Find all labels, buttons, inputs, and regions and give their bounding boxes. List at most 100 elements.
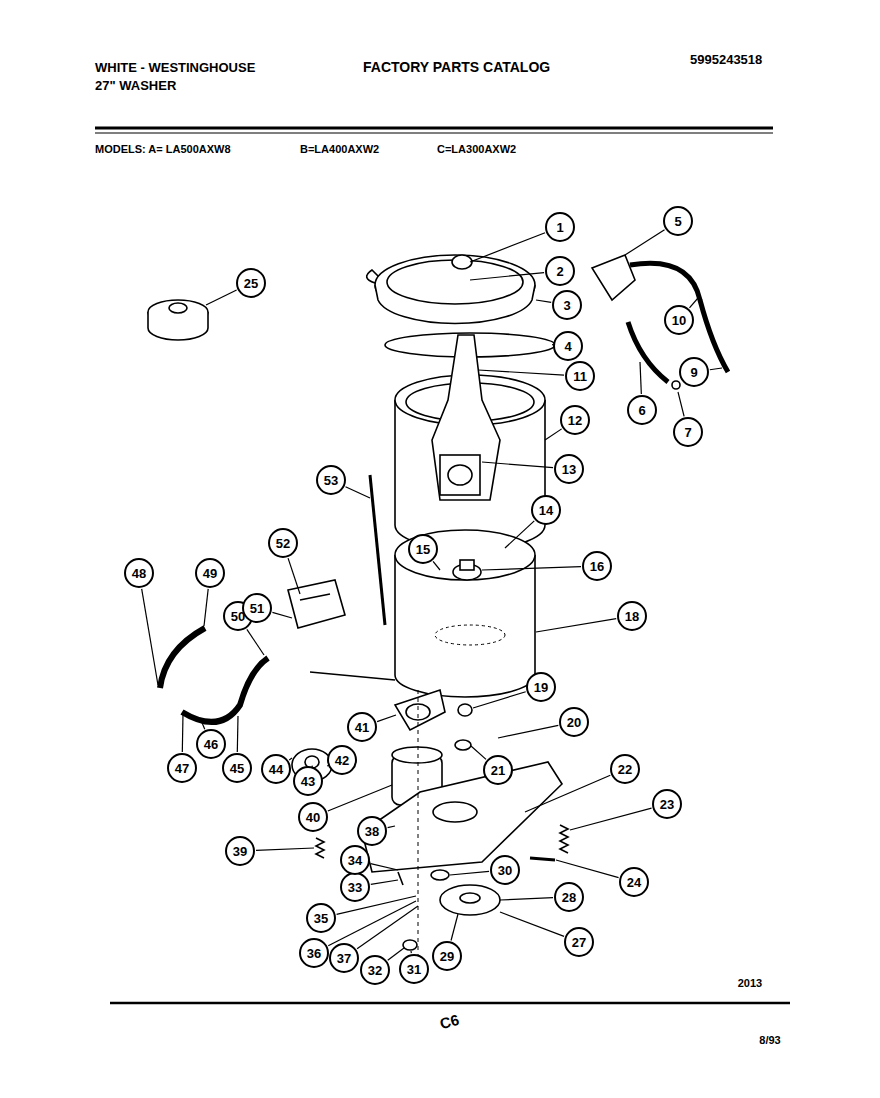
callout-number: 47 [175,762,189,775]
callout-circle: 23 [652,789,682,819]
callout-circle: 3 [552,290,582,320]
callout-number: 31 [407,963,421,976]
leader-line [470,273,544,280]
callout-number: 3 [563,299,570,312]
text-label: 2013 [738,977,762,989]
leader-line [482,462,553,468]
callout-circle: 21 [483,755,513,785]
callout-circle: 46 [196,729,226,759]
leader-line [142,589,158,685]
callout-number: 41 [355,721,369,734]
callout-number: 4 [564,340,571,353]
leader-line [289,758,292,760]
callout-circle: 15 [408,534,438,564]
callout-number: 30 [498,864,512,877]
leader-line [478,370,564,375]
leader-line [473,692,526,708]
callout-number: 1 [556,221,563,234]
text-label: C6 [439,1012,462,1033]
leader-line [500,898,553,900]
leader-line [536,300,551,302]
title: FACTORY PARTS CATALOG [363,60,550,75]
callout-number: 19 [534,681,548,694]
text-label: 8/93 [759,1034,780,1046]
callout-circle: 4 [553,331,583,361]
leader-line [570,808,652,830]
callout-circle: 35 [306,903,336,933]
callout-circle: 5 [663,206,693,236]
leader-line [371,864,398,870]
callout-number: 45 [230,762,244,775]
leader-line [625,230,665,255]
callout-circle: 36 [299,938,329,968]
callout-number: 53 [324,474,338,487]
leader-line [256,848,314,850]
leader-line [556,860,619,878]
callout-circle: 19 [526,672,556,702]
callout-number: 2 [556,265,563,278]
callout-circle: 34 [340,845,370,875]
leader-line [288,558,300,594]
leader-line [689,298,698,308]
leader-line [182,714,184,752]
text-label: 5995243518 [690,53,762,67]
callout-circle: 52 [268,528,298,558]
callout-circle: 28 [554,882,584,912]
callout-circle: 29 [432,941,462,971]
callout-circle: 25 [236,268,266,298]
callout-number: 29 [440,950,454,963]
leader-line [346,487,370,498]
callout-circle: 51 [242,593,272,623]
callout-number: 51 [250,602,264,615]
leader-line [470,233,545,262]
text-label: MODELS: A= LA500AXW8 [95,143,231,155]
callout-number: 27 [572,936,586,949]
leader-line [451,914,458,941]
callout-number: 52 [276,537,290,550]
leader-line [678,392,684,416]
leader-line [640,362,641,394]
leader-line [536,619,616,632]
callout-circle: 1 [545,212,575,242]
callout-circle: 42 [327,745,357,775]
leader-line [237,716,239,752]
callout-number: 40 [306,811,320,824]
callout-number: 11 [573,370,587,383]
callout-circle: 12 [560,405,590,435]
callout-number: 25 [244,277,258,290]
callout-number: 36 [307,947,321,960]
leader-line [525,775,610,812]
callout-number: 49 [203,567,217,580]
leader-line [500,912,564,936]
leader-line [377,715,396,722]
leader-line [200,718,205,729]
leader-line [471,746,486,759]
callout-number: 39 [233,845,247,858]
callout-number: 20 [567,716,581,729]
callout-number: 22 [618,763,632,776]
callout-number: 14 [539,504,553,517]
leader-line [247,629,264,655]
callout-circle: 33 [340,872,370,902]
leader-line [545,429,562,440]
callout-number: 32 [368,964,382,977]
callout-circle: 2 [545,256,575,286]
callout-circle: 16 [582,551,612,581]
leader-line [410,951,412,953]
callout-number: 9 [690,366,697,379]
callout-number: 48 [132,567,146,580]
callout-number: 37 [337,952,351,965]
leader-line [710,368,722,370]
callout-circle: 18 [617,601,647,631]
leader-line [328,901,416,946]
text-label: WHITE - WESTINGHOUSE [95,61,255,75]
text-label: B=LA400AXW2 [300,143,379,155]
callout-number: 5 [674,215,681,228]
callout-circle: 32 [360,955,390,985]
leader-line [505,521,534,548]
callout-circle: 14 [531,495,561,525]
callout-number: 42 [335,754,349,767]
callout-circle: 38 [357,816,387,846]
